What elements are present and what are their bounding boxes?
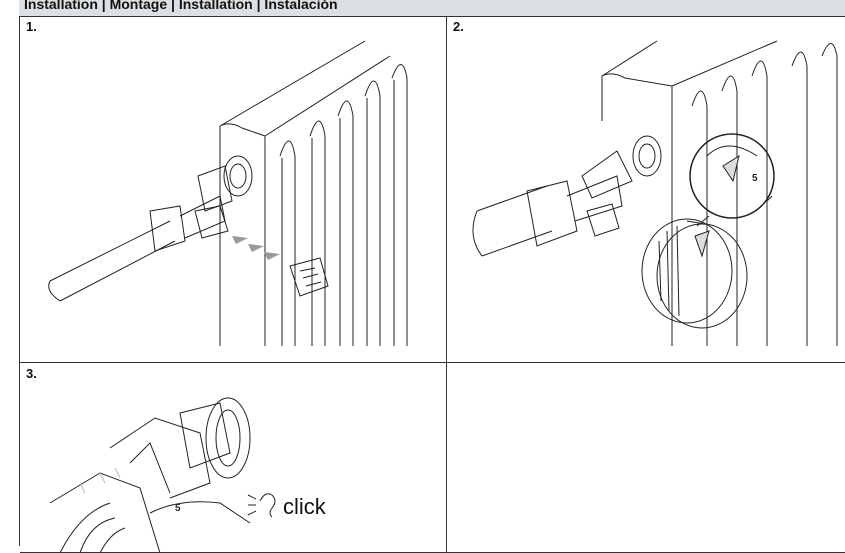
svg-text:5: 5 [752, 173, 758, 184]
svg-text:5: 5 [175, 503, 181, 514]
step-2-illustration: 5 [472, 40, 838, 346]
click-sound-label: click [283, 494, 326, 519]
step-3-number: 3. [26, 366, 37, 381]
section-title: Installation | Montage | Installation | … [24, 0, 338, 12]
ear-icon [247, 493, 276, 518]
step-2-panel: 2. 5 [447, 16, 845, 363]
step-1-illustration [48, 40, 408, 346]
step-3-illustration: 5 [49, 397, 276, 552]
section-header: Installation | Montage | Installation | … [19, 0, 845, 17]
step-1-panel: 1. [20, 16, 447, 363]
step-3-panel: 3. 5 click [20, 363, 447, 553]
step-4-panel [447, 363, 845, 553]
step-2-number: 2. [453, 19, 464, 34]
step-1-number: 1. [26, 19, 37, 34]
instruction-grid: 1. 2. [19, 16, 845, 553]
